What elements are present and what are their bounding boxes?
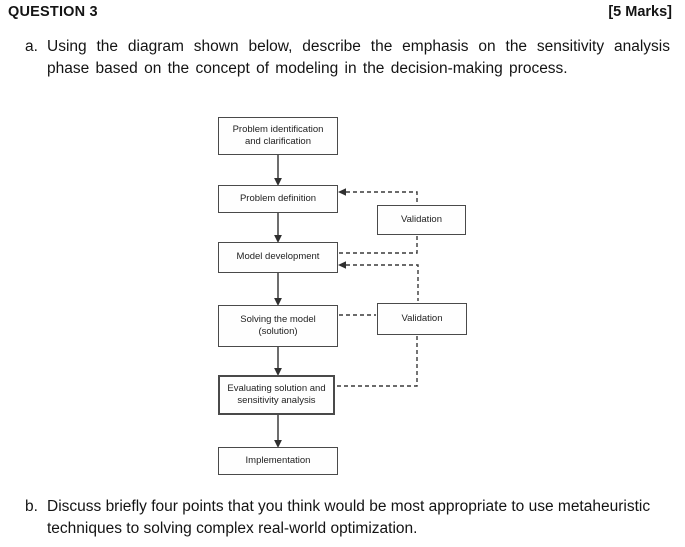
flowchart-box-model-development: Model development bbox=[218, 242, 338, 273]
flowchart-box-implementation: Implementation bbox=[218, 447, 338, 475]
question-number-heading: QUESTION 3 bbox=[8, 4, 98, 20]
question-part-b: b. Discuss briefly four points that you … bbox=[25, 496, 665, 540]
flowchart-box-problem-definition: Problem definition bbox=[218, 185, 338, 213]
question-a-text: Using the diagram shown below, describe … bbox=[47, 38, 670, 77]
flowchart-box-validation-lower: Validation bbox=[377, 303, 467, 335]
flowchart-box-solving-the-model: Solving the model (solution) bbox=[218, 305, 338, 347]
flowchart-box-problem-identification: Problem identification and clarification bbox=[218, 117, 338, 155]
question-part-a: a. Using the diagram shown below, descri… bbox=[25, 36, 670, 80]
question-a-label: a. bbox=[25, 38, 38, 55]
marks-label: [5 Marks] bbox=[608, 4, 672, 20]
flowchart-box-evaluating-solution: Evaluating solution and sensitivity anal… bbox=[218, 375, 335, 415]
question-b-text: Discuss briefly four points that you thi… bbox=[47, 498, 651, 537]
question-b-label: b. bbox=[25, 498, 38, 515]
arrowhead-left-icons bbox=[338, 188, 346, 269]
flowchart-box-validation-upper: Validation bbox=[377, 205, 466, 235]
